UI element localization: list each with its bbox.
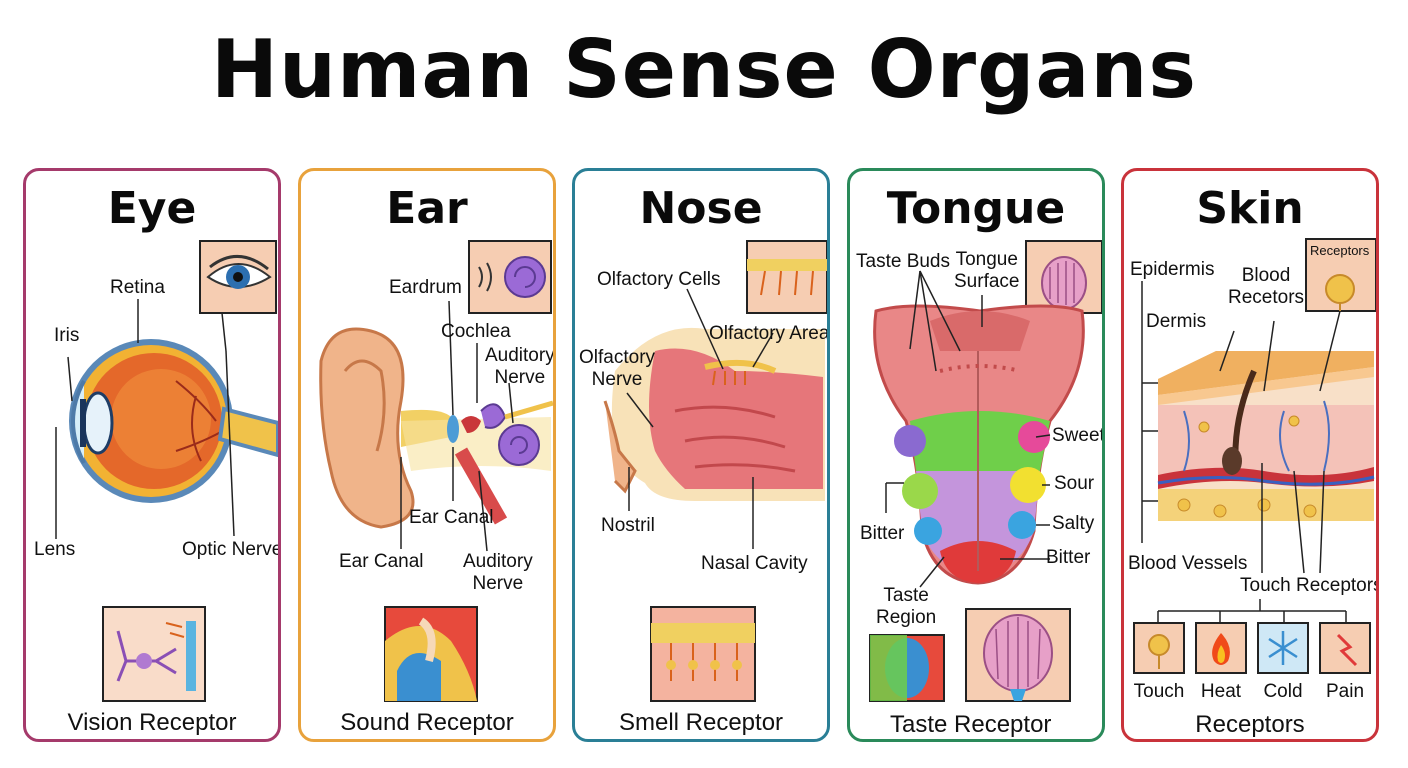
tongue-panel-title: Tongue bbox=[886, 183, 1066, 234]
ear-panel-title: Ear bbox=[386, 183, 468, 234]
nose-panel-title: Nose bbox=[639, 183, 763, 234]
label-sweet: Sweet bbox=[1052, 425, 1105, 446]
label-eardrum: Eardrum bbox=[389, 277, 462, 298]
label-tongue-surface: Tongue Surface bbox=[954, 249, 1020, 292]
label-bitter-left: Bitter bbox=[860, 523, 905, 544]
label-taste-region: Taste Region bbox=[876, 585, 937, 628]
label-cochlea: Cochlea bbox=[441, 321, 511, 342]
label-taste-buds: Taste Buds bbox=[856, 251, 950, 272]
tongue-panel: Tongue bbox=[847, 168, 1105, 742]
label-auditory-nerve-top: Auditory Nerve bbox=[485, 345, 555, 388]
skin-panel: Skin bbox=[1121, 168, 1379, 742]
skin-panel-title: Skin bbox=[1196, 183, 1304, 234]
ear-illustration bbox=[319, 240, 553, 702]
eye-illustration bbox=[55, 240, 278, 702]
ear-panel: Ear Eardrum Cochlea Auditory Nerv bbox=[298, 168, 556, 742]
ear-caption: Sound Receptor bbox=[340, 709, 514, 736]
label-lens: Lens bbox=[34, 539, 76, 560]
tongue-caption: Taste Receptor bbox=[890, 711, 1052, 738]
eye-caption: Vision Receptor bbox=[67, 709, 237, 736]
skin-illustration bbox=[1133, 238, 1376, 674]
nose-illustration bbox=[603, 240, 827, 702]
eye-panel-title: Eye bbox=[107, 183, 197, 234]
label-dermis: Dermis bbox=[1146, 311, 1207, 332]
label-nasal-cavity: Nasal Cavity bbox=[701, 553, 808, 574]
label-auditory-nerve-bottom: Auditory Nerve bbox=[463, 551, 533, 594]
label-salty: Salty bbox=[1052, 513, 1095, 534]
label-receptors-inset: Receptors bbox=[1310, 243, 1370, 258]
label-nostril: Nostril bbox=[601, 515, 655, 536]
eye-panel: Eye Retina Iris Lens Optic Nerve Vision bbox=[23, 168, 281, 742]
label-olfactory-cells: Olfactory Cells bbox=[597, 269, 721, 290]
label-ear-canal-inner: Ear Canal bbox=[409, 507, 494, 528]
skin-caption: Receptors bbox=[1195, 711, 1305, 738]
page-title: Human Sense Organs bbox=[211, 23, 1197, 116]
nose-panel: Nose Olfactory Cells Olfactory Area Olfa… bbox=[572, 168, 830, 742]
label-bitter-right: Bitter bbox=[1046, 547, 1091, 568]
label-ear-canal-outer: Ear Canal bbox=[339, 551, 424, 572]
label-optic-nerve: Optic Nerve bbox=[182, 539, 281, 560]
nose-caption: Smell Receptor bbox=[618, 709, 784, 736]
receptor-touch-label: Touch bbox=[1133, 681, 1185, 702]
label-sour: Sour bbox=[1054, 473, 1095, 494]
label-olfactory-nerve: Olfactory Nerve bbox=[579, 347, 656, 390]
label-epidermis: Epidermis bbox=[1130, 259, 1215, 280]
label-olfactory-area: Olfactory Area bbox=[709, 323, 830, 344]
tongue-illustration bbox=[869, 240, 1102, 702]
label-blood-recetors: Blood Recetors bbox=[1228, 265, 1305, 308]
receptor-pain-label: Pain bbox=[1325, 681, 1365, 702]
label-retina: Retina bbox=[110, 277, 165, 298]
label-iris: Iris bbox=[54, 325, 80, 346]
label-blood-vessels: Blood Vessels bbox=[1128, 553, 1248, 574]
receptor-cold-label: Cold bbox=[1263, 681, 1303, 702]
receptor-heat-label: Heat bbox=[1200, 681, 1242, 702]
label-touch-receptors: Touch Receptors bbox=[1240, 575, 1379, 596]
